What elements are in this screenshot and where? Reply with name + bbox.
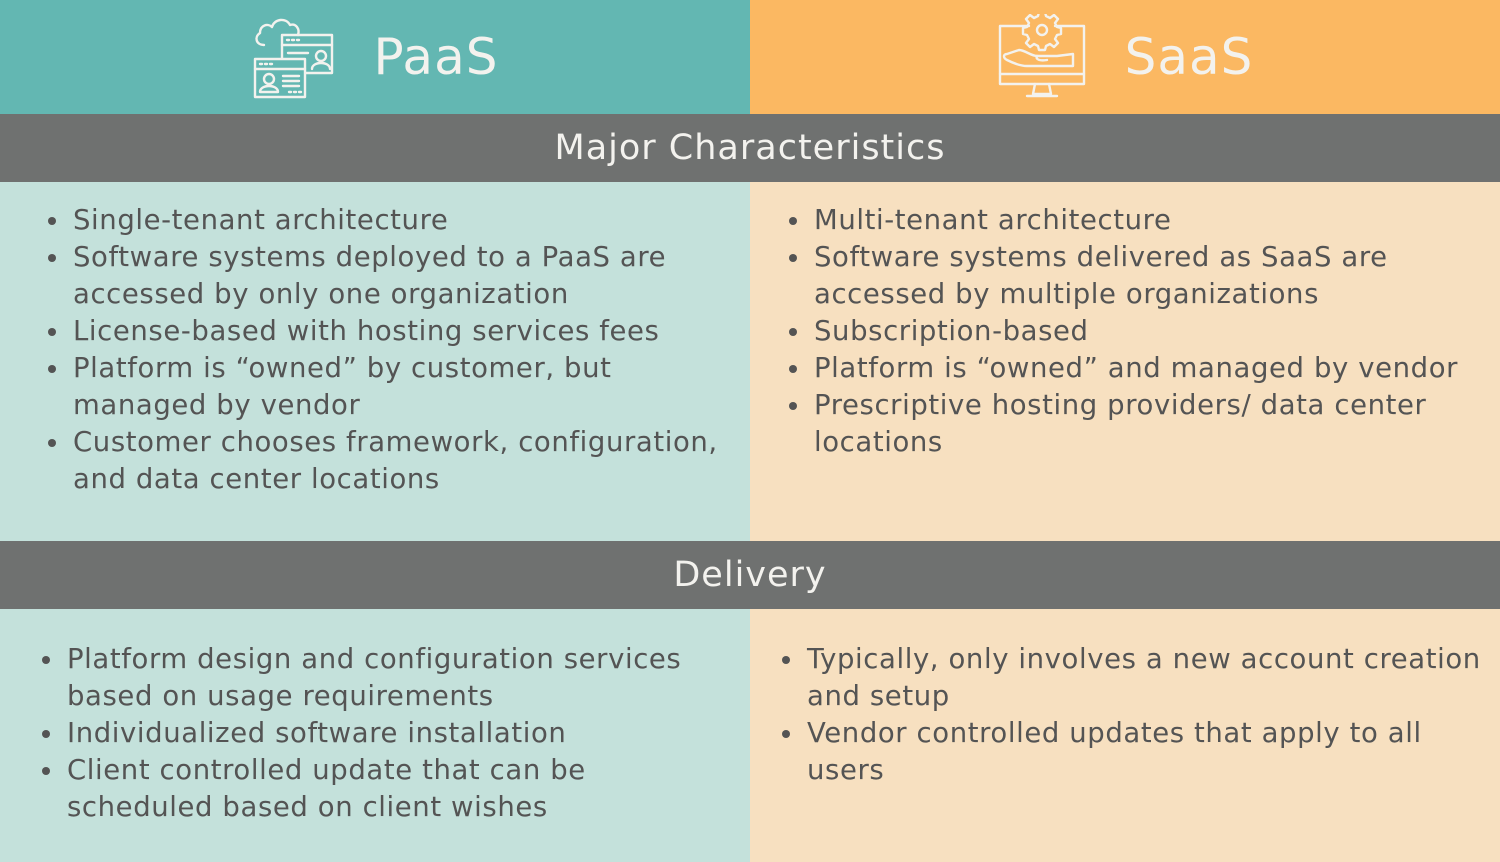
section-heading-major-characteristics: Major Characteristics — [0, 114, 1500, 182]
paas-delivery-list: Platform design and configuration servic… — [42, 641, 727, 826]
saas-title: SaaS — [1124, 28, 1254, 86]
saas-delivery-panel: Typically, only involves a new account c… — [750, 609, 1500, 862]
list-item: Typically, only involves a new account c… — [782, 641, 1497, 715]
list-item: Subscription-based — [789, 313, 1494, 350]
list-item: Client controlled update that can be sch… — [42, 752, 727, 826]
monitor-gear-hand-icon — [997, 14, 1087, 100]
list-item: Single-tenant architecture — [48, 202, 733, 239]
list-item: Software systems delivered as SaaS are a… — [789, 239, 1494, 313]
list-item: Individualized software installation — [42, 715, 727, 752]
list-item: Vendor controlled updates that apply to … — [782, 715, 1497, 789]
list-item: Platform is “owned” by customer, but man… — [48, 350, 733, 424]
list-item: Multi-tenant architecture — [789, 202, 1494, 239]
list-item: Prescriptive hosting providers/ data cen… — [789, 387, 1494, 461]
list-item: Platform design and configuration servic… — [42, 641, 727, 715]
paas-delivery-panel: Platform design and configuration servic… — [0, 609, 750, 862]
list-item: License-based with hosting services fees — [48, 313, 733, 350]
list-item: Software systems deployed to a PaaS are … — [48, 239, 733, 313]
list-item: Customer chooses framework, configuratio… — [48, 424, 733, 498]
paas-title: PaaS — [373, 28, 499, 86]
saas-characteristics-panel: Multi-tenant architecture Software syste… — [750, 182, 1500, 541]
saas-delivery-list: Typically, only involves a new account c… — [782, 641, 1497, 789]
saas-characteristics-list: Multi-tenant architecture Software syste… — [789, 202, 1494, 461]
paas-characteristics-list: Single-tenant architecture Software syst… — [48, 202, 733, 498]
cloud-browser-user-icon — [252, 15, 336, 99]
section-heading-delivery: Delivery — [0, 541, 1500, 609]
paas-header: PaaS — [0, 0, 750, 114]
saas-header: SaaS — [750, 0, 1500, 114]
list-item: Platform is “owned” and managed by vendo… — [789, 350, 1494, 387]
paas-characteristics-panel: Single-tenant architecture Software syst… — [0, 182, 750, 541]
